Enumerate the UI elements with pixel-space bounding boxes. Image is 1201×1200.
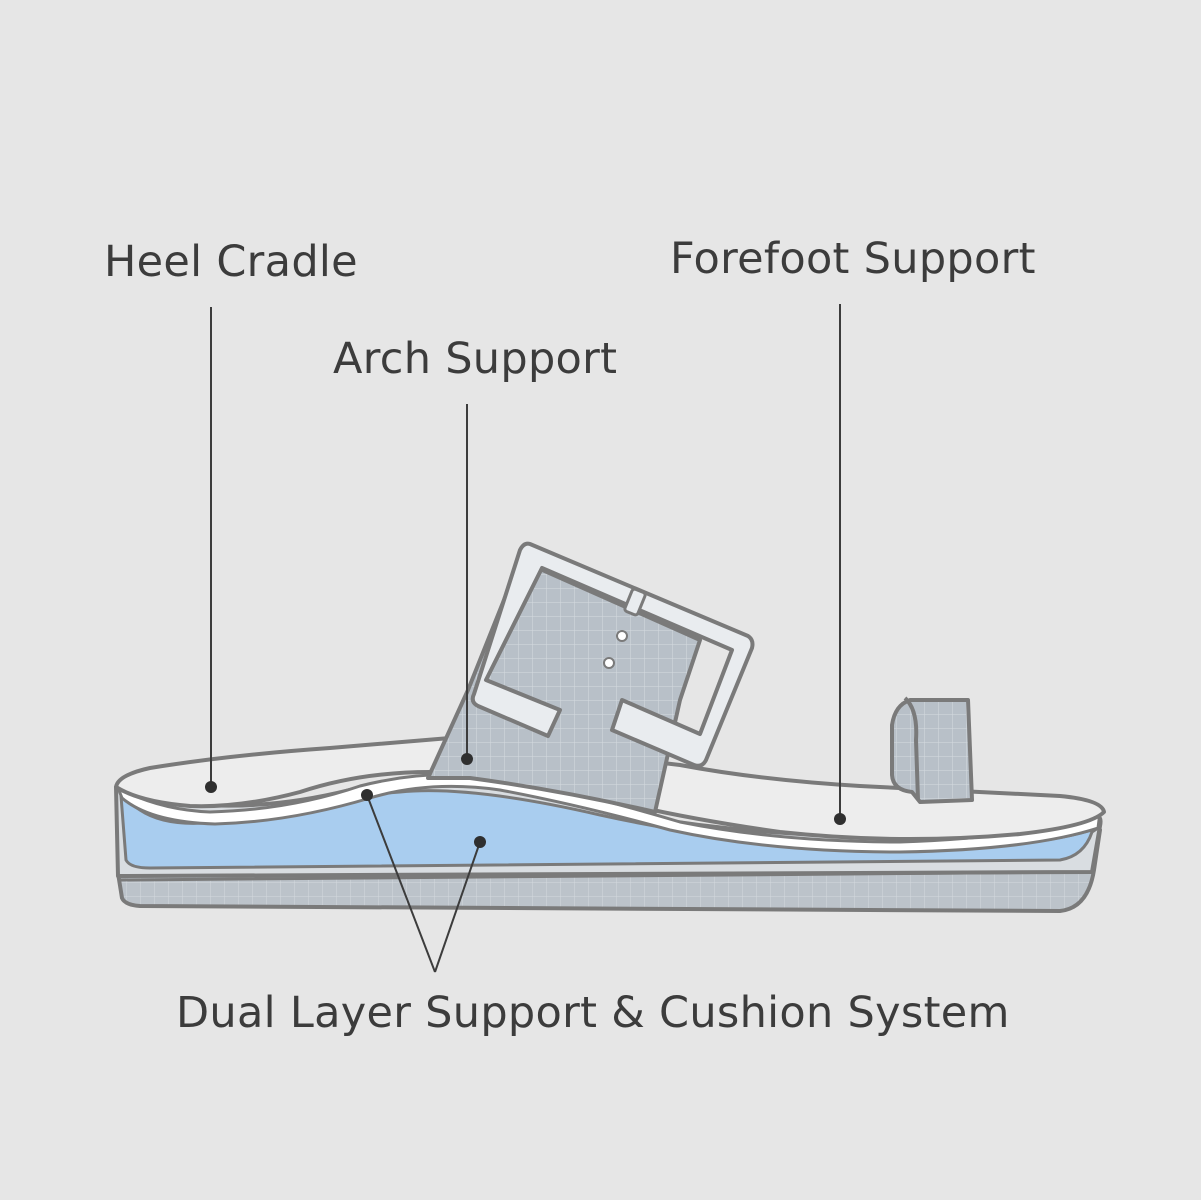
sandal-icon	[114, 541, 1106, 913]
marker-dot	[205, 781, 217, 793]
marker-dot	[474, 836, 486, 848]
heel-cradle-label: Heel Cradle	[104, 237, 358, 287]
callout-dual-layer: Dual Layer Support & Cushion System	[176, 789, 1010, 1038]
buckle-prong	[623, 587, 647, 617]
arch-support-label: Arch Support	[333, 334, 617, 384]
callout-arch-support: Arch Support	[333, 334, 617, 765]
forefoot-support-label: Forefoot Support	[670, 234, 1036, 284]
leader-line	[434, 841, 481, 973]
marker-dot	[361, 789, 373, 801]
buckle	[470, 541, 755, 768]
marker-dot	[461, 753, 473, 765]
callout-forefoot-support: Forefoot Support	[670, 234, 1036, 825]
dual-layer-label: Dual Layer Support & Cushion System	[176, 988, 1010, 1038]
strap-hole	[603, 657, 615, 669]
callout-heel-cradle: Heel Cradle	[104, 237, 358, 793]
leader-line	[366, 794, 436, 973]
toe-loop	[890, 698, 974, 804]
strap-hole	[616, 630, 628, 642]
marker-dot	[834, 813, 846, 825]
